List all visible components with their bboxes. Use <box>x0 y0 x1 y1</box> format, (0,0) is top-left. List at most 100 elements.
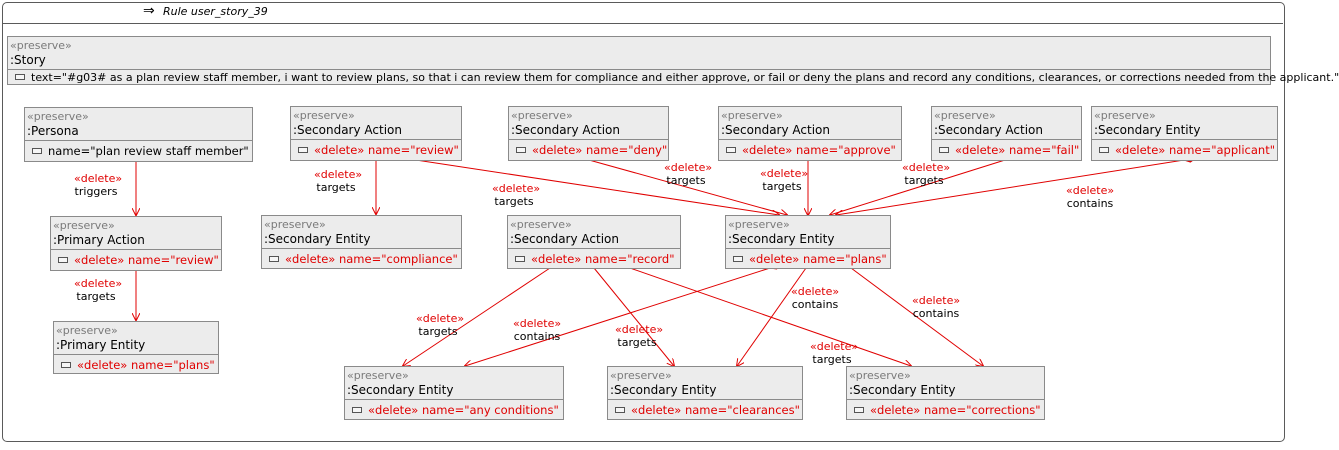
attribute-icon <box>515 255 525 262</box>
edge-name: targets <box>494 195 534 208</box>
primary-entity-type: :Primary Entity <box>56 338 146 352</box>
delete-stereotype: «delete» <box>912 294 961 307</box>
stereotype-label: «preserve» <box>610 369 672 382</box>
edge-name: triggers <box>74 185 118 198</box>
type-label: :Secondary Action <box>510 232 619 246</box>
edge-label-approve-plans: «delete» targets <box>760 167 809 193</box>
persona-node[interactable]: «preserve» :Persona name="plan review st… <box>24 107 253 162</box>
attribute-label: «delete» name="applicant" <box>1115 143 1275 157</box>
secondary-entity-plans-node[interactable]: «preserve» :Secondary Entity «delete» na… <box>725 215 891 269</box>
edge-applicant-plans <box>836 160 1184 215</box>
secondary-entity-conditions-node[interactable]: «preserve» :Secondary Entity «delete» na… <box>344 366 564 420</box>
delete-stereotype: «delete» <box>1066 184 1115 197</box>
story-stereotype: «preserve» <box>10 39 72 52</box>
edge-label-deny-plans: «delete» targets <box>664 161 713 187</box>
edge-name: contains <box>912 307 960 320</box>
edge-label-plans-clearances: «delete» contains <box>791 285 839 311</box>
attribute-icon <box>939 146 949 153</box>
stereotype-label: «preserve» <box>728 218 790 231</box>
delete-stereotype: «delete» <box>760 167 809 180</box>
primary-action-stereotype: «preserve» <box>53 219 115 232</box>
attribute-label: «delete» name="any conditions" <box>368 403 559 417</box>
attribute-label: «delete» name="fail" <box>955 143 1080 157</box>
edge-name: targets <box>666 174 706 187</box>
edge-plans-corrections <box>851 268 983 366</box>
delete-stereotype: «delete» <box>615 323 664 336</box>
attribute-icon <box>615 406 625 413</box>
attribute-icon <box>58 256 68 263</box>
secondary-action-record-node[interactable]: «preserve» :Secondary Action «delete» na… <box>507 215 681 269</box>
primary-action-node[interactable]: «preserve» :Primary Action «delete» name… <box>50 216 222 271</box>
type-label: :Secondary Entity <box>728 232 835 246</box>
secondary-action-approve-node[interactable]: «preserve» :Secondary Action «delete» na… <box>718 106 902 161</box>
attribute-icon <box>516 146 526 153</box>
edge-name: targets <box>316 181 356 194</box>
edge-name: targets <box>418 325 458 338</box>
attribute-icon <box>854 406 864 413</box>
secondary-action-fail-node[interactable]: «preserve» :Secondary Action «delete» na… <box>931 106 1082 161</box>
delete-stereotype: «delete» <box>74 172 123 185</box>
edge-name: targets <box>762 180 802 193</box>
attribute-label: «delete» name="clearances" <box>631 403 800 417</box>
edge-label-review-plans: «delete» targets <box>492 182 541 208</box>
edge-deny-plans <box>588 159 787 215</box>
attribute-label: «delete» name="compliance" <box>285 252 458 266</box>
edge-name: contains <box>791 298 839 311</box>
attribute-icon <box>61 361 71 368</box>
edge-record-corrections <box>629 267 911 366</box>
delete-stereotype: «delete» <box>492 182 541 195</box>
attribute-icon <box>733 255 743 262</box>
secondary-entity-applicant-node[interactable]: «preserve» :Secondary Entity «delete» na… <box>1091 106 1278 161</box>
stereotype-label: «preserve» <box>511 109 573 122</box>
attribute-label: «delete» name="corrections" <box>870 403 1041 417</box>
stereotype-label: «preserve» <box>1094 109 1156 122</box>
story-type: :Story <box>10 53 46 67</box>
primary-entity-attr: «delete» name="plans" <box>77 358 215 372</box>
type-label: :Secondary Action <box>721 123 830 137</box>
edge-label-record-clearances: «delete» targets <box>615 323 664 349</box>
secondary-action-deny-node[interactable]: «preserve» :Secondary Action «delete» na… <box>508 106 669 161</box>
edge-label-record-conditions: «delete» targets <box>416 312 465 338</box>
attribute-icon <box>1099 146 1109 153</box>
type-label: :Secondary Entity <box>1094 123 1201 137</box>
delete-stereotype: «delete» <box>314 168 363 181</box>
edge-name: targets <box>617 336 657 349</box>
edge-name: targets <box>812 353 852 366</box>
attribute-icon <box>32 147 42 154</box>
secondary-entity-compliance-node[interactable]: «preserve» :Secondary Entity «delete» na… <box>261 215 462 269</box>
edge-label-plans-conditions: «delete» contains <box>513 317 561 343</box>
delete-stereotype: «delete» <box>902 161 951 174</box>
story-text: text="#g03# as a plan review staff membe… <box>31 71 1339 84</box>
stereotype-label: «preserve» <box>849 369 911 382</box>
edge-label-fail-plans: «delete» targets <box>902 161 951 187</box>
type-label: :Secondary Entity <box>849 383 956 397</box>
type-label: :Secondary Action <box>934 123 1043 137</box>
attribute-label: «delete» name="review" <box>314 143 459 157</box>
persona-stereotype: «preserve» <box>27 110 89 123</box>
type-label: :Secondary Entity <box>264 232 371 246</box>
stereotype-label: «preserve» <box>934 109 996 122</box>
primary-entity-node[interactable]: «preserve» :Primary Entity «delete» name… <box>53 321 219 374</box>
rule-header <box>2 2 1283 24</box>
primary-action-attr: «delete» name="review" <box>74 253 219 267</box>
edge-name: contains <box>513 330 561 343</box>
type-label: :Secondary Entity <box>347 383 454 397</box>
delete-stereotype: «delete» <box>513 317 562 330</box>
story-node[interactable]: «preserve» :Story text="#g03# as a plan … <box>7 36 1339 85</box>
secondary-action-review-node[interactable]: «preserve» :Secondary Action «delete» na… <box>290 106 462 161</box>
links-layer <box>0 0 1291 450</box>
edge-label-review-compliance: «delete» targets <box>314 168 363 194</box>
attribute-label: «delete» name="record" <box>531 252 675 266</box>
edge-label-plans-corrections: «delete» contains <box>912 294 960 320</box>
edge-plans-conditions <box>465 268 770 366</box>
secondary-entity-corrections-node[interactable]: «preserve» :Secondary Entity «delete» na… <box>846 366 1045 420</box>
type-label: :Secondary Action <box>293 123 402 137</box>
edge-label-triggers: «delete» triggers <box>74 172 123 198</box>
secondary-entity-clearances-node[interactable]: «preserve» :Secondary Entity «delete» na… <box>607 366 803 420</box>
primary-action-type: :Primary Action <box>53 233 145 247</box>
delete-stereotype: «delete» <box>416 312 465 325</box>
type-label: :Secondary Action <box>511 123 620 137</box>
rule-name: Rule user_story_39 <box>163 5 268 18</box>
stereotype-label: «preserve» <box>293 109 355 122</box>
delete-stereotype: «delete» <box>664 161 713 174</box>
